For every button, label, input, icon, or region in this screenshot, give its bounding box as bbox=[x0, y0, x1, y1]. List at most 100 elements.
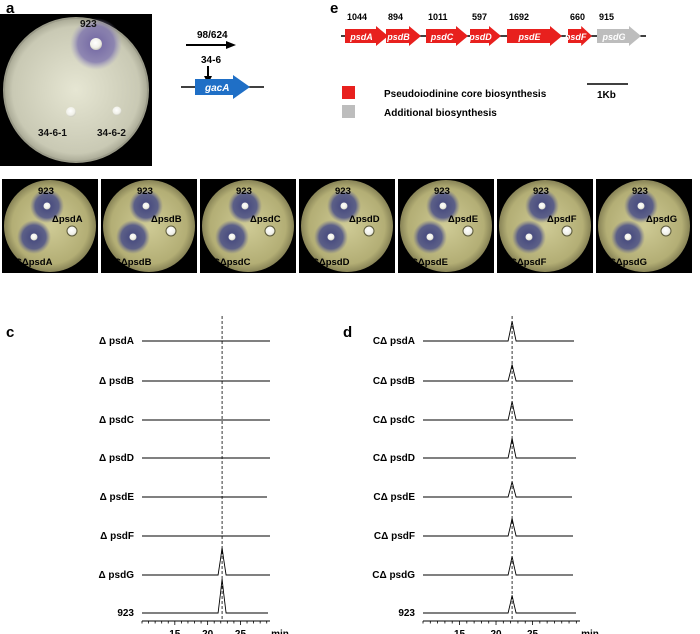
plate-b-colony-complement bbox=[228, 233, 236, 241]
plate-b-label-mutant: ΔpsdF bbox=[547, 214, 577, 225]
plate-b-colony-923 bbox=[538, 202, 546, 210]
plate-b-colony-mutant bbox=[264, 225, 276, 237]
gene-label-psdG: psdG bbox=[601, 32, 625, 42]
plate-b-label-mutant: ΔpsdC bbox=[250, 214, 281, 225]
gene-arrow-psdF bbox=[568, 26, 592, 46]
insertion-label: 98/624 bbox=[197, 30, 228, 41]
trace-label-chrom-d-7: CΔ psdG bbox=[372, 570, 415, 581]
plate-a-rim bbox=[3, 17, 149, 163]
plate-b-label-complement: CΔpsdD bbox=[312, 257, 350, 268]
mutant-label: 34-6 bbox=[201, 55, 221, 66]
trace-chrom-d-7 bbox=[423, 556, 573, 576]
gene-label-psdA: psdA bbox=[349, 32, 373, 42]
trace-label-chrom-d-6: CΔ psdF bbox=[374, 531, 415, 542]
panel-d-chromatograms: CΔ psdA CΔ psdB CΔ psdC CΔ psdD CΔ psdE CΔ ps… bbox=[372, 316, 599, 634]
trace-chrom-c-7 bbox=[142, 547, 270, 576]
x-tick-label-chrom-c: 15 bbox=[169, 629, 181, 634]
trace-chrom-d-1 bbox=[423, 321, 574, 342]
plate-b-label-mutant: ΔpsdE bbox=[448, 214, 478, 225]
gene-size-psdG: 915 bbox=[599, 12, 614, 22]
gacA-label: gacA bbox=[204, 83, 229, 94]
trace-chrom-c-8 bbox=[142, 578, 268, 614]
plate-b-label-923: 923 bbox=[533, 186, 549, 197]
plate-a-label-923: 923 bbox=[80, 19, 97, 30]
plate-b-colony-complement bbox=[327, 233, 335, 241]
gene-arrows: psdA1044psdB894psdC1011psdD597psdE1692ps… bbox=[345, 12, 641, 46]
legend-label-additional: Additional biosynthesis bbox=[384, 108, 497, 119]
plate-a-colony-34-6-1 bbox=[66, 107, 76, 117]
trace-label-chrom-d-3: CΔ psdC bbox=[373, 415, 415, 426]
trace-label-chrom-d-1: CΔ psdA bbox=[373, 336, 415, 347]
scale-bar-label: 1Kb bbox=[597, 90, 616, 101]
plate-b-label-complement: CΔpsdC bbox=[213, 257, 251, 268]
trace-chrom-d-5 bbox=[423, 481, 572, 498]
plate-a-label-34-6-1: 34-6-1 bbox=[38, 128, 67, 139]
plate-b-colony-923 bbox=[43, 202, 51, 210]
x-tick-label-chrom-d: 20 bbox=[490, 629, 502, 634]
trace-label-chrom-c-3: Δ psdC bbox=[99, 415, 134, 426]
gene-size-psdA: 1044 bbox=[347, 12, 367, 22]
gene-label-psdC: psdC bbox=[430, 32, 454, 42]
gene-size-psdB: 894 bbox=[388, 12, 403, 22]
gene-size-psdC: 1011 bbox=[428, 12, 448, 22]
trace-label-chrom-c-7: Δ psdG bbox=[98, 570, 134, 581]
plate-b-label-complement: CΔpsdA bbox=[15, 257, 53, 268]
gene-size-psdE: 1692 bbox=[509, 12, 529, 22]
trace-label-chrom-c-8: 923 bbox=[117, 608, 134, 619]
plate-b-colony-923 bbox=[439, 202, 447, 210]
panel-a-plate: 923 34-6-1 34-6-2 bbox=[0, 14, 152, 166]
x-axis-label-chrom-d: min bbox=[581, 629, 599, 634]
legend-label-core: Pseudoiodinine core biosynthesis bbox=[384, 89, 547, 100]
plate-b-colony-923 bbox=[241, 202, 249, 210]
x-axis-label-chrom-c: min bbox=[271, 629, 289, 634]
gene-label-psdB: psdB bbox=[386, 32, 410, 42]
x-tick-label-chrom-c: 20 bbox=[202, 629, 214, 634]
trace-chrom-d-2 bbox=[423, 364, 573, 382]
gacA-gene-arrow bbox=[195, 75, 250, 99]
trace-label-chrom-d-5: CΔ psdE bbox=[373, 492, 415, 503]
panel-letter-d: d bbox=[343, 324, 353, 341]
panel-b-plates: 923ΔpsdACΔpsdA923ΔpsdBCΔpsdB923ΔpsdCCΔps… bbox=[2, 179, 692, 273]
plate-b-colony-923 bbox=[142, 202, 150, 210]
plate-b-label-complement: CΔpsdB bbox=[114, 257, 152, 268]
plate-b-colony-complement bbox=[624, 233, 632, 241]
gene-size-psdF: 660 bbox=[570, 12, 585, 22]
panel-e-gene-cluster: psdA1044psdB894psdC1011psdD597psdE1692ps… bbox=[341, 12, 646, 119]
plate-b-label-923: 923 bbox=[137, 186, 153, 197]
plate-b-colony-complement bbox=[30, 233, 38, 241]
trace-chrom-d-8 bbox=[423, 595, 576, 614]
plate-b-colony-complement bbox=[129, 233, 137, 241]
legend-swatch-additional bbox=[342, 105, 355, 118]
plate-b-colony-mutant bbox=[363, 225, 375, 237]
plate-b-label-923: 923 bbox=[236, 186, 252, 197]
trace-label-chrom-c-1: Δ psdA bbox=[99, 336, 134, 347]
plate-b-label-mutant: ΔpsdA bbox=[52, 214, 83, 225]
trace-label-chrom-c-2: Δ psdB bbox=[99, 376, 134, 387]
plate-b-colony-mutant bbox=[66, 225, 78, 237]
gene-arrow-psdG bbox=[597, 26, 641, 46]
x-tick-label-chrom-d: 25 bbox=[527, 629, 539, 634]
plate-b-label-complement: CΔpsdE bbox=[411, 257, 448, 268]
trace-label-chrom-d-2: CΔ psdB bbox=[373, 376, 415, 387]
legend-swatch-core bbox=[342, 86, 355, 99]
plate-b-colony-mutant bbox=[660, 225, 672, 237]
plate-b-colony-923 bbox=[637, 202, 645, 210]
gene-label-psdD: psdD bbox=[468, 32, 492, 42]
trace-label-chrom-d-4: CΔ psdD bbox=[373, 453, 415, 464]
plate-b-label-mutant: ΔpsdD bbox=[349, 214, 380, 225]
x-tick-label-chrom-d: 15 bbox=[454, 629, 466, 634]
plate-b-label-923: 923 bbox=[38, 186, 54, 197]
plate-b-label-mutant: ΔpsdG bbox=[646, 214, 677, 225]
trace-label-chrom-c-4: Δ psdD bbox=[99, 453, 134, 464]
plate-b-label-923: 923 bbox=[434, 186, 450, 197]
trace-label-chrom-d-8: 923 bbox=[398, 608, 415, 619]
plate-a-label-34-6-2: 34-6-2 bbox=[97, 128, 126, 139]
panel-letter-c: c bbox=[6, 324, 15, 341]
